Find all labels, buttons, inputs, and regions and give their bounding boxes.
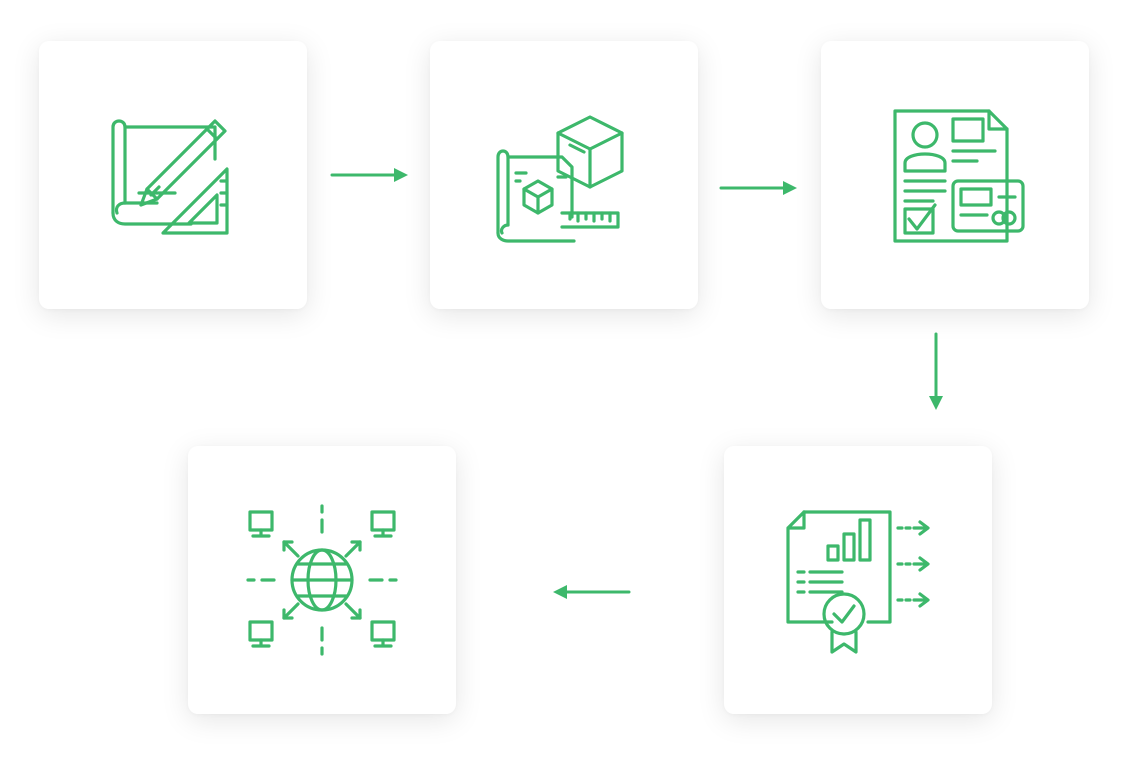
arrow-right-icon <box>719 181 797 195</box>
arrow-down-icon <box>929 332 943 410</box>
step-1-card <box>39 41 307 309</box>
step-2-card <box>430 41 698 309</box>
arrow-right-icon <box>330 168 408 182</box>
step-3-card <box>821 41 1089 309</box>
application-form-id-card-icon <box>893 109 1025 243</box>
step-4-card <box>724 446 992 714</box>
certified-report-chart-icon <box>786 510 930 654</box>
arrow-left-icon <box>553 585 631 599</box>
step-5-card <box>188 446 456 714</box>
global-network-icon <box>246 504 398 656</box>
blueprint-pencil-ruler-icon <box>111 119 229 235</box>
3d-box-blueprint-icon <box>496 115 624 243</box>
